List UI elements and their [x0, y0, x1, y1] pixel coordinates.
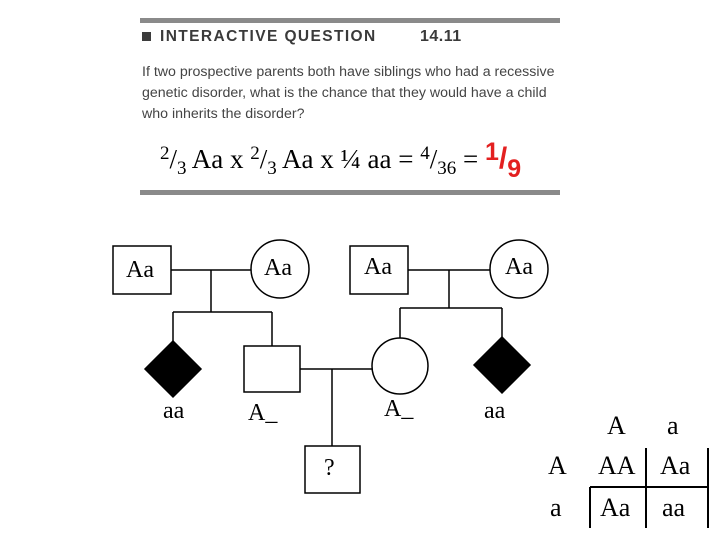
punnett-cell-AA: AA	[598, 451, 636, 480]
left-grandmother-label: Aa	[264, 255, 292, 281]
right-affected-sibling-label: aa	[484, 398, 506, 424]
right-affected-sibling-diamond	[472, 335, 532, 395]
eq-equals-1: =	[398, 144, 414, 174]
textbook-panel: INTERACTIVE QUESTION 14.11 If two prospe…	[140, 10, 560, 196]
punnett-col-header-A: A	[607, 411, 626, 440]
right-grandfather-square	[349, 245, 409, 295]
right-grandmother-label: Aa	[505, 254, 533, 280]
eq-equals-2: =	[463, 144, 479, 174]
eq-result-1-denominator: 36	[437, 158, 457, 179]
mother-genotype-label: A_	[384, 396, 414, 422]
eq-fraction-1-numerator: 2	[160, 143, 170, 164]
child-square	[304, 445, 361, 494]
square-bullet-icon	[142, 32, 151, 41]
punnett-row-header-a: a	[550, 493, 562, 522]
question-text: If two prospective parents both have sib…	[142, 64, 555, 122]
question-number: 14.11	[420, 28, 462, 45]
right-grandfather-label: Aa	[364, 254, 392, 280]
father-square	[243, 345, 301, 393]
left-grandmother-circle	[250, 239, 310, 299]
child-question-mark: ?	[324, 455, 335, 481]
eq-fraction-1-denominator: 3	[177, 158, 187, 179]
punnett-cell-aa: aa	[662, 493, 686, 522]
left-grandfather-square	[112, 245, 172, 295]
eq-genotype-1: Aa	[191, 144, 224, 174]
eq-fraction-3: ¼	[340, 144, 361, 174]
punnett-cell-Aa-top: Aa	[660, 451, 691, 480]
eq-times-2: x	[320, 144, 334, 174]
eq-final-result: 1/9	[484, 138, 522, 183]
father-genotype-label: A_	[248, 400, 278, 426]
eq-genotype-3: aa	[367, 144, 392, 174]
punnett-row-header-A: A	[548, 451, 567, 480]
eq-final-denominator: 9	[507, 155, 522, 183]
panel-top-rule	[140, 18, 560, 23]
probability-equation: 2/3 Aa x 2/3 Aa x ¼ aa = 4/36 = 1/9	[160, 138, 522, 183]
interactive-question-label: INTERACTIVE QUESTION	[160, 28, 377, 45]
left-affected-sibling-diamond	[143, 339, 203, 399]
left-grandfather-label: Aa	[126, 257, 154, 283]
mother-circle	[371, 337, 429, 395]
punnett-col-header-a: a	[667, 411, 679, 440]
eq-times-1: x	[230, 144, 244, 174]
eq-final-numerator: 1	[484, 138, 499, 166]
eq-fraction-2-denominator: 3	[267, 158, 277, 179]
panel-bottom-rule	[140, 190, 560, 195]
eq-fraction-2-numerator: 2	[250, 143, 260, 164]
eq-result-1-numerator: 4	[420, 143, 430, 164]
punnett-cell-Aa-bottom: Aa	[600, 493, 631, 522]
eq-genotype-2: Aa	[282, 144, 314, 174]
left-affected-sibling-label: aa	[163, 398, 185, 424]
right-grandmother-circle	[489, 239, 549, 299]
